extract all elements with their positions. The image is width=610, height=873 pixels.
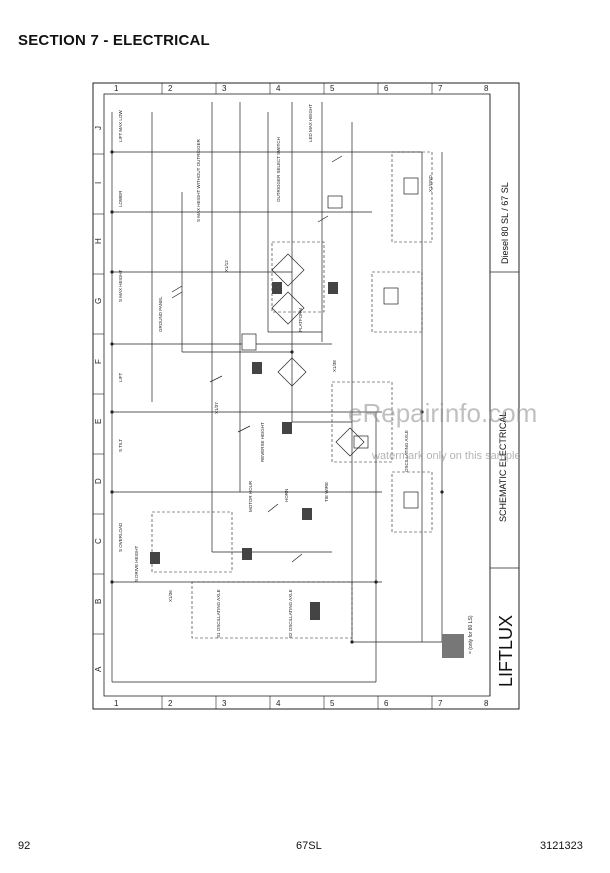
col-number: 8 bbox=[484, 699, 489, 708]
footer-model: 67SL bbox=[296, 840, 322, 852]
page-number: 92 bbox=[18, 840, 31, 852]
row-letter: I bbox=[94, 182, 103, 184]
relay-coil bbox=[403, 177, 419, 195]
col-number: 2 bbox=[168, 699, 173, 708]
col-number: 3 bbox=[222, 84, 227, 93]
box-relay-1 bbox=[391, 151, 433, 243]
wire-label: X1/38 bbox=[332, 360, 337, 372]
col-number: 5 bbox=[330, 84, 335, 93]
wire-label: OSCILLATING AXLE bbox=[404, 430, 409, 472]
relays bbox=[241, 177, 419, 509]
col-number: 3 bbox=[222, 699, 227, 708]
row-letter: A bbox=[94, 666, 103, 672]
wiring bbox=[111, 102, 443, 683]
col-number: 6 bbox=[384, 699, 389, 708]
wire-label: MOTOR HOUR bbox=[248, 480, 253, 512]
watermark-site: eRepairinfo.com bbox=[348, 398, 538, 428]
box-relay-2 bbox=[371, 271, 423, 333]
drawing-title: SCHEMATIC ELECTRICAL bbox=[498, 412, 508, 522]
model-title: Diesel 80 SL / 67 SL bbox=[500, 182, 510, 264]
hatched-components bbox=[150, 282, 464, 658]
legend-note: = (only for 80 LS) bbox=[468, 615, 474, 654]
wire-labels: LIFT MAX LOW LOWER S MAX HEIGHT LIFT S T… bbox=[118, 104, 433, 638]
wire-label: S OVERLOAD bbox=[118, 522, 123, 552]
diode-bridges bbox=[271, 253, 365, 457]
electrical-schematic: 1 2 3 4 5 6 7 8 1 2 3 4 5 6 7 8 A B C D … bbox=[92, 82, 520, 710]
col-number: 6 bbox=[384, 84, 389, 93]
wire-label: S MAX HEIGHT bbox=[118, 269, 123, 302]
wire-label: X1/GND bbox=[428, 174, 433, 192]
box-oscillating-axle bbox=[191, 581, 353, 639]
col-number: 5 bbox=[330, 699, 335, 708]
wire-label: S1 OSCILLATING AXLE bbox=[216, 589, 221, 638]
outer-border bbox=[92, 82, 520, 710]
wire-label: REVERSE HEIGHT bbox=[260, 422, 265, 462]
col-number: 4 bbox=[276, 699, 281, 708]
doc-number: 3121323 bbox=[540, 840, 583, 852]
wire-label: S DRIVE HEIGHT bbox=[134, 545, 139, 582]
watermark-note: watermark only on this sample bbox=[372, 450, 521, 462]
junction-dots bbox=[110, 150, 444, 644]
row-letter: H bbox=[94, 238, 103, 244]
section-title: SECTION 7 - ELECTRICAL bbox=[18, 32, 210, 49]
wire-label: LED MAX HEIGHT bbox=[308, 104, 313, 142]
box-platform bbox=[331, 381, 393, 463]
relay-coil bbox=[327, 195, 343, 209]
relay-coil bbox=[353, 435, 369, 449]
wire-label: LIFT bbox=[118, 372, 123, 382]
row-letters: A B C D E F G H I J bbox=[94, 126, 103, 672]
row-letter: B bbox=[94, 599, 103, 604]
relay-coil bbox=[403, 491, 419, 509]
col-number: 7 bbox=[438, 84, 443, 93]
row-letter: J bbox=[94, 126, 103, 130]
row-letter: G bbox=[94, 298, 103, 304]
wire-label: X1/37 bbox=[214, 402, 219, 414]
col-number: 7 bbox=[438, 699, 443, 708]
wire-label: LOWER bbox=[118, 190, 123, 207]
col-number: 2 bbox=[168, 84, 173, 93]
row-letter: E bbox=[94, 419, 103, 424]
box-relay-3 bbox=[391, 471, 433, 533]
wire-label: S MAX HEIGHT WITHOUT OUTRIGGER bbox=[196, 138, 201, 222]
row-letter: D bbox=[94, 478, 103, 484]
wire-label: HORN bbox=[284, 489, 289, 502]
grid-ticks bbox=[93, 83, 433, 709]
col-number: 1 bbox=[114, 84, 119, 93]
wire-label: X1/12 bbox=[224, 260, 229, 272]
switch-contacts bbox=[171, 155, 343, 563]
box-s-drive-height bbox=[151, 511, 233, 573]
box-ground-panel bbox=[271, 241, 325, 313]
relay-coil bbox=[241, 333, 257, 351]
wire-label: GROUND PANEL bbox=[158, 296, 163, 332]
col-number: 8 bbox=[484, 84, 489, 93]
wire-label: X1/36 bbox=[168, 590, 173, 602]
col-number: 1 bbox=[114, 699, 119, 708]
relay-coil bbox=[383, 287, 399, 305]
row-letter: C bbox=[94, 538, 103, 544]
wire-label: LIFT MAX LOW bbox=[118, 110, 123, 142]
col-number: 4 bbox=[276, 84, 281, 93]
wire-label: S2 OSCILLATING AXLE bbox=[288, 589, 293, 638]
brand-name: LIFTLUX bbox=[496, 615, 516, 687]
row-letter: F bbox=[94, 359, 103, 364]
wire-label: S TILT bbox=[118, 439, 123, 452]
component-boxes bbox=[151, 151, 433, 639]
wire-label: TIE WIRE bbox=[324, 482, 329, 502]
wire-label: PLATFORM bbox=[298, 308, 303, 332]
column-numbers: 1 2 3 4 5 6 7 8 1 2 3 4 5 6 7 8 bbox=[114, 84, 489, 708]
wire-label: OUTRIGGER SELECT SWITCH bbox=[276, 137, 281, 202]
